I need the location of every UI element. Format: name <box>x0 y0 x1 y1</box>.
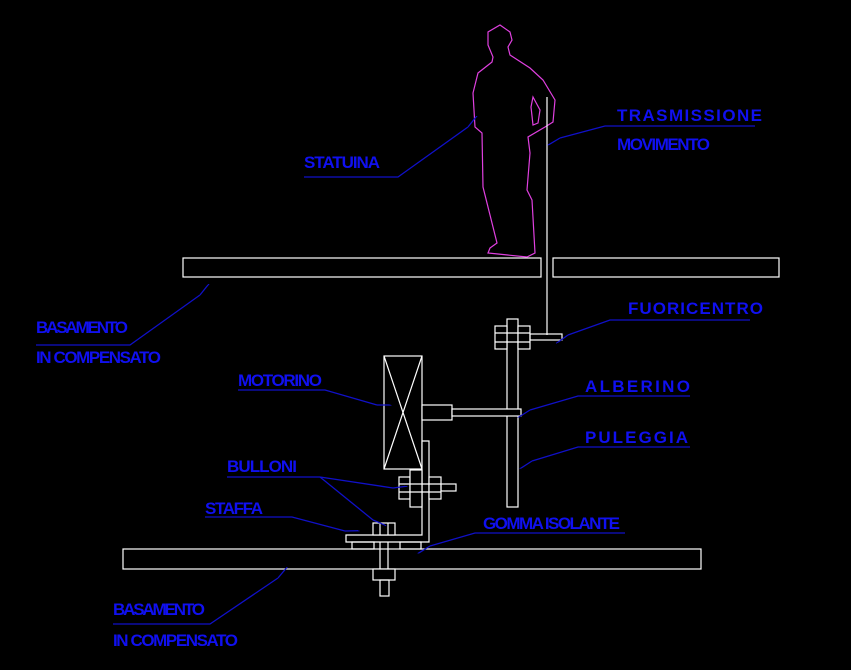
label-bulloni: BULLONI <box>227 457 393 520</box>
label-statuina: STATUINA <box>304 127 468 178</box>
label-text: BULLONI <box>227 457 297 476</box>
label-motorino: MOTORINO <box>238 371 377 405</box>
label-text: MOVIMENTO <box>617 135 710 154</box>
label-basamento-bottom: BASAMENTO IN COMPENSATO <box>113 578 278 650</box>
upper-base-slab <box>182 257 780 278</box>
label-text: PULEGGIA <box>585 428 688 447</box>
label-text: IN COMPENSATO <box>113 631 238 650</box>
label-text: MOTORINO <box>238 371 322 390</box>
label-text: IN COMPENSATO <box>36 348 161 367</box>
label-text: STATUINA <box>304 153 380 172</box>
label-staffa: STAFFA <box>205 499 345 531</box>
bolts <box>372 469 457 597</box>
eccentric-pin <box>529 333 563 341</box>
label-text: BASAMENTO <box>36 318 128 337</box>
label-basamento-top: BASAMENTO IN COMPENSATO <box>36 295 200 367</box>
label-trasmissione-movimento: TRASMISSIONE MOVIMENTO <box>560 106 762 154</box>
label-text: TRASMISSIONE <box>617 106 762 125</box>
lower-base-slab <box>122 548 702 570</box>
label-text: FUORICENTRO <box>628 299 763 318</box>
motor <box>383 355 423 470</box>
label-fuoricentro: FUORICENTRO <box>568 299 763 335</box>
label-text: STAFFA <box>205 499 263 518</box>
statuette-figure <box>472 24 556 258</box>
bracket <box>345 440 430 543</box>
label-puleggia: PULEGGIA <box>532 428 690 461</box>
label-text: ALBERINO <box>585 377 690 396</box>
rubber-pads <box>351 541 422 550</box>
label-alberino: ALBERINO <box>530 377 690 410</box>
shaft <box>421 404 522 421</box>
label-gomma-isolante: GOMMA ISOLANTE <box>430 514 625 546</box>
label-text: BASAMENTO <box>113 600 205 619</box>
label-text: GOMMA ISOLANTE <box>483 514 620 533</box>
